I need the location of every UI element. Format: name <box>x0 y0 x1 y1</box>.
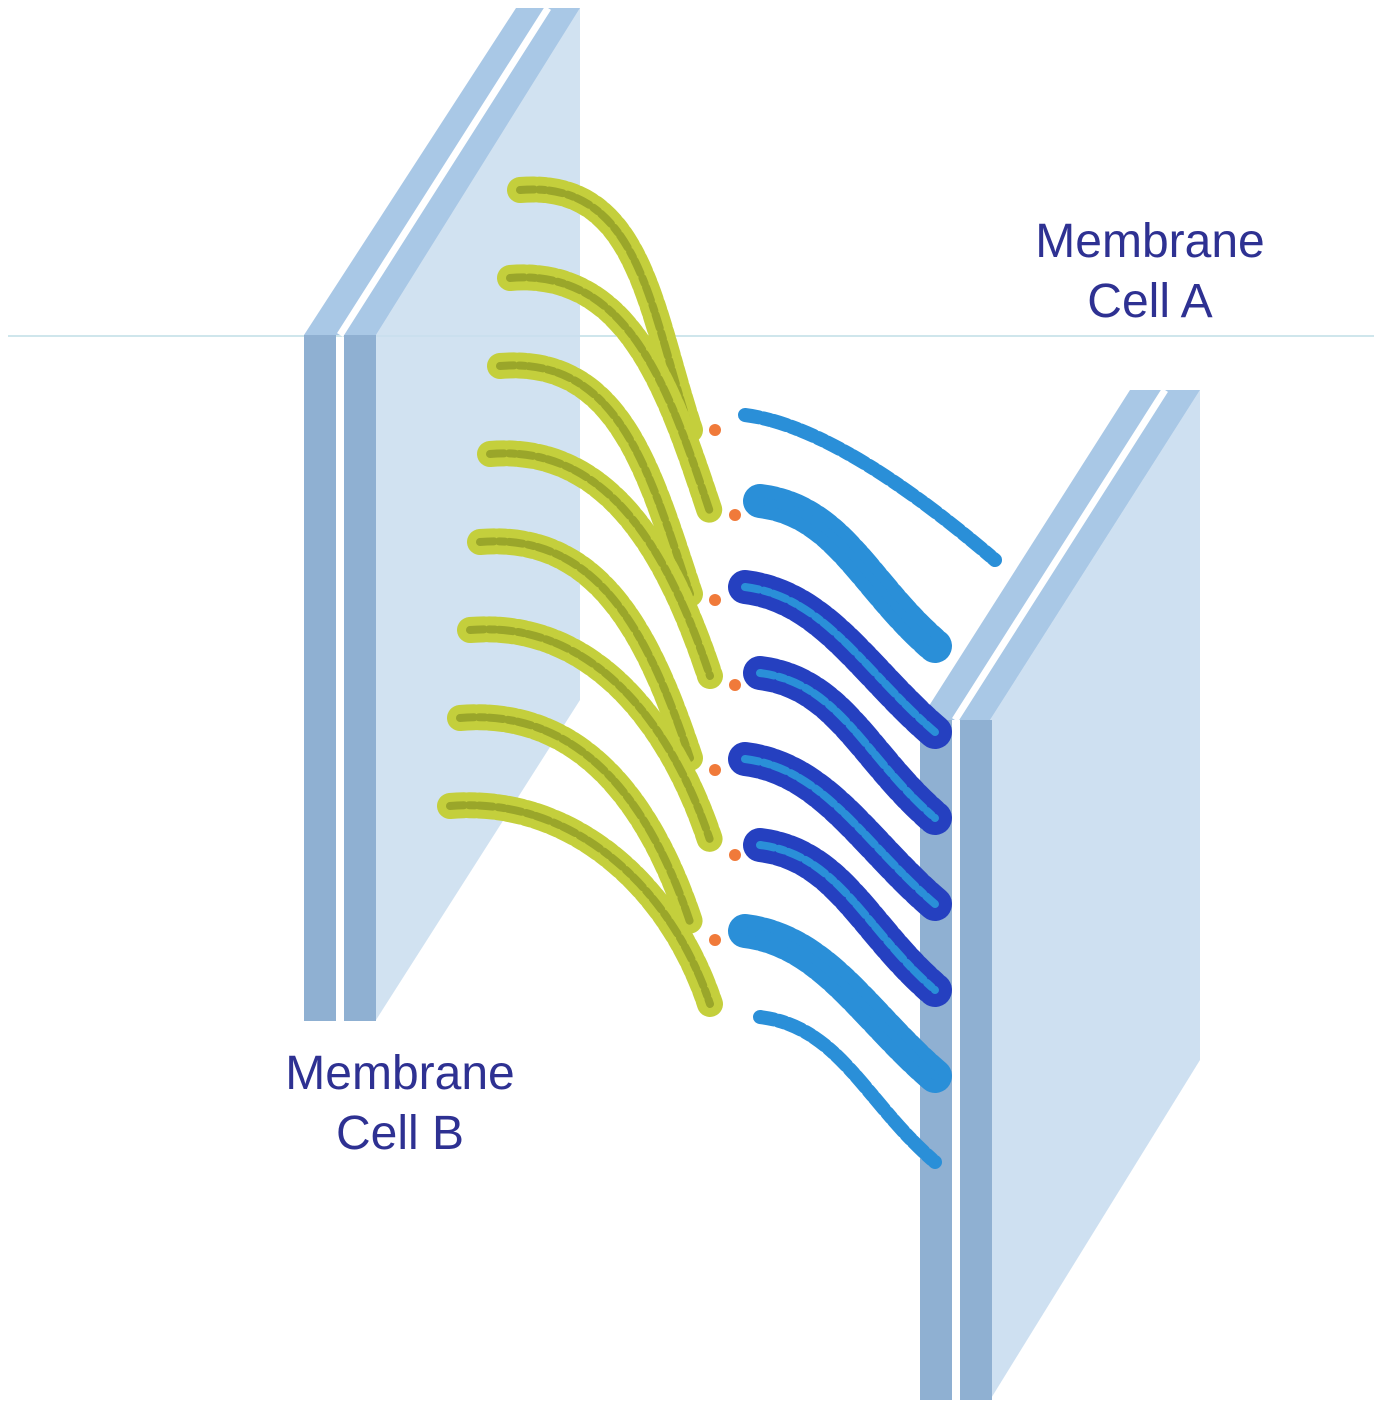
contact-point <box>709 934 721 946</box>
membrane-cell-a-label-line2: Cell A <box>1005 272 1295 332</box>
membrane-cell-a-edge-inner <box>960 720 992 1400</box>
contact-point <box>709 764 721 776</box>
membrane-cell-b-edge-inner <box>344 335 376 1021</box>
contact-point <box>729 679 741 691</box>
contact-point <box>729 849 741 861</box>
membrane-cell-b-label-line2: Cell B <box>255 1104 545 1164</box>
cell-a-strand-core <box>745 415 995 560</box>
membrane-cell-a-label: Membrane Cell A <box>1005 212 1295 332</box>
contact-point <box>729 509 741 521</box>
membrane-cell-a-label-line1: Membrane <box>1005 212 1295 272</box>
membrane-cell-b <box>304 8 580 1021</box>
contact-point <box>709 424 721 436</box>
cell-a-strand <box>745 415 995 560</box>
membrane-cell-b-label: Membrane Cell B <box>255 1044 545 1164</box>
contact-point <box>709 594 721 606</box>
membrane-cell-b-label-line1: Membrane <box>255 1044 545 1104</box>
membrane-cell-b-edge-outer <box>304 335 336 1021</box>
cell-a-protein-strands <box>745 415 995 1162</box>
